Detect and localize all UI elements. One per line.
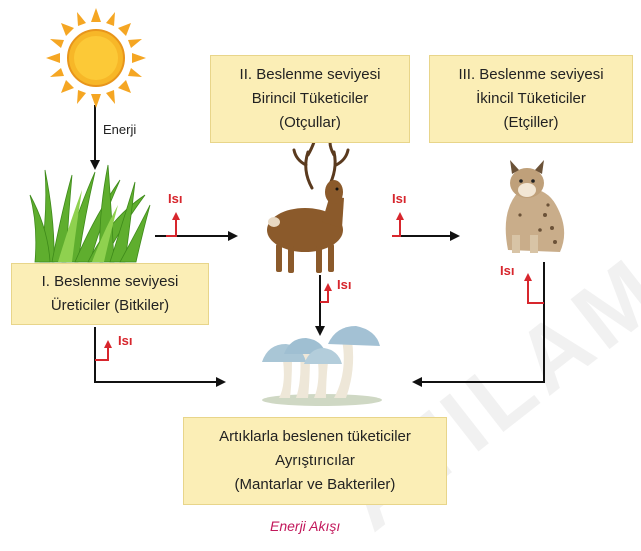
primary-consumer-box: II. Beslenme seviyesi Birincil Tüketicil… <box>210 55 410 143</box>
heat-label-primary-down: Isı <box>337 277 351 292</box>
energy-label: Enerji <box>103 122 136 137</box>
secondary-consumer-box: III. Beslenme seviyesi İkincil Tüketicil… <box>429 55 633 143</box>
producer-level: I. Beslenme seviyesi <box>12 270 208 294</box>
heat-label-producer: Isı <box>168 191 182 206</box>
diagram-caption: Enerji Akışı <box>270 518 340 534</box>
producer-box: I. Beslenme seviyesi Üreticiler (Bitkile… <box>11 263 209 325</box>
decomposer-name: Ayrıştırıcılar <box>184 449 446 473</box>
decomposer-type: (Mantarlar ve Bakteriler) <box>184 473 446 497</box>
heat-arrow-producer-down <box>95 342 108 360</box>
heat-arrow-primary <box>392 214 400 236</box>
heat-label-secondary: Isı <box>500 263 514 278</box>
heat-label-primary: Isı <box>392 191 406 206</box>
heat-arrow-secondary <box>528 275 544 303</box>
heat-arrow-producer <box>166 214 176 236</box>
flow-arrow-producer-decomposer <box>95 327 224 382</box>
secondary-type: (Etçiller) <box>430 111 632 135</box>
secondary-name: İkincil Tüketiciler <box>430 87 632 111</box>
primary-name: Birincil Tüketiciler <box>211 87 409 111</box>
heat-label-producer-down: Isı <box>118 333 132 348</box>
heat-arrow-primary-down <box>320 285 328 302</box>
decomposer-level: Artıklarla beslenen tüketiciler <box>184 425 446 449</box>
primary-type: (Otçullar) <box>211 111 409 135</box>
decomposer-box: Artıklarla beslenen tüketiciler Ayrıştır… <box>183 417 447 505</box>
secondary-level: III. Beslenme seviyesi <box>430 63 632 87</box>
primary-level: II. Beslenme seviyesi <box>211 63 409 87</box>
flow-arrow-secondary-decomposer <box>414 262 544 382</box>
producer-name: Üreticiler (Bitkiler) <box>12 294 208 318</box>
